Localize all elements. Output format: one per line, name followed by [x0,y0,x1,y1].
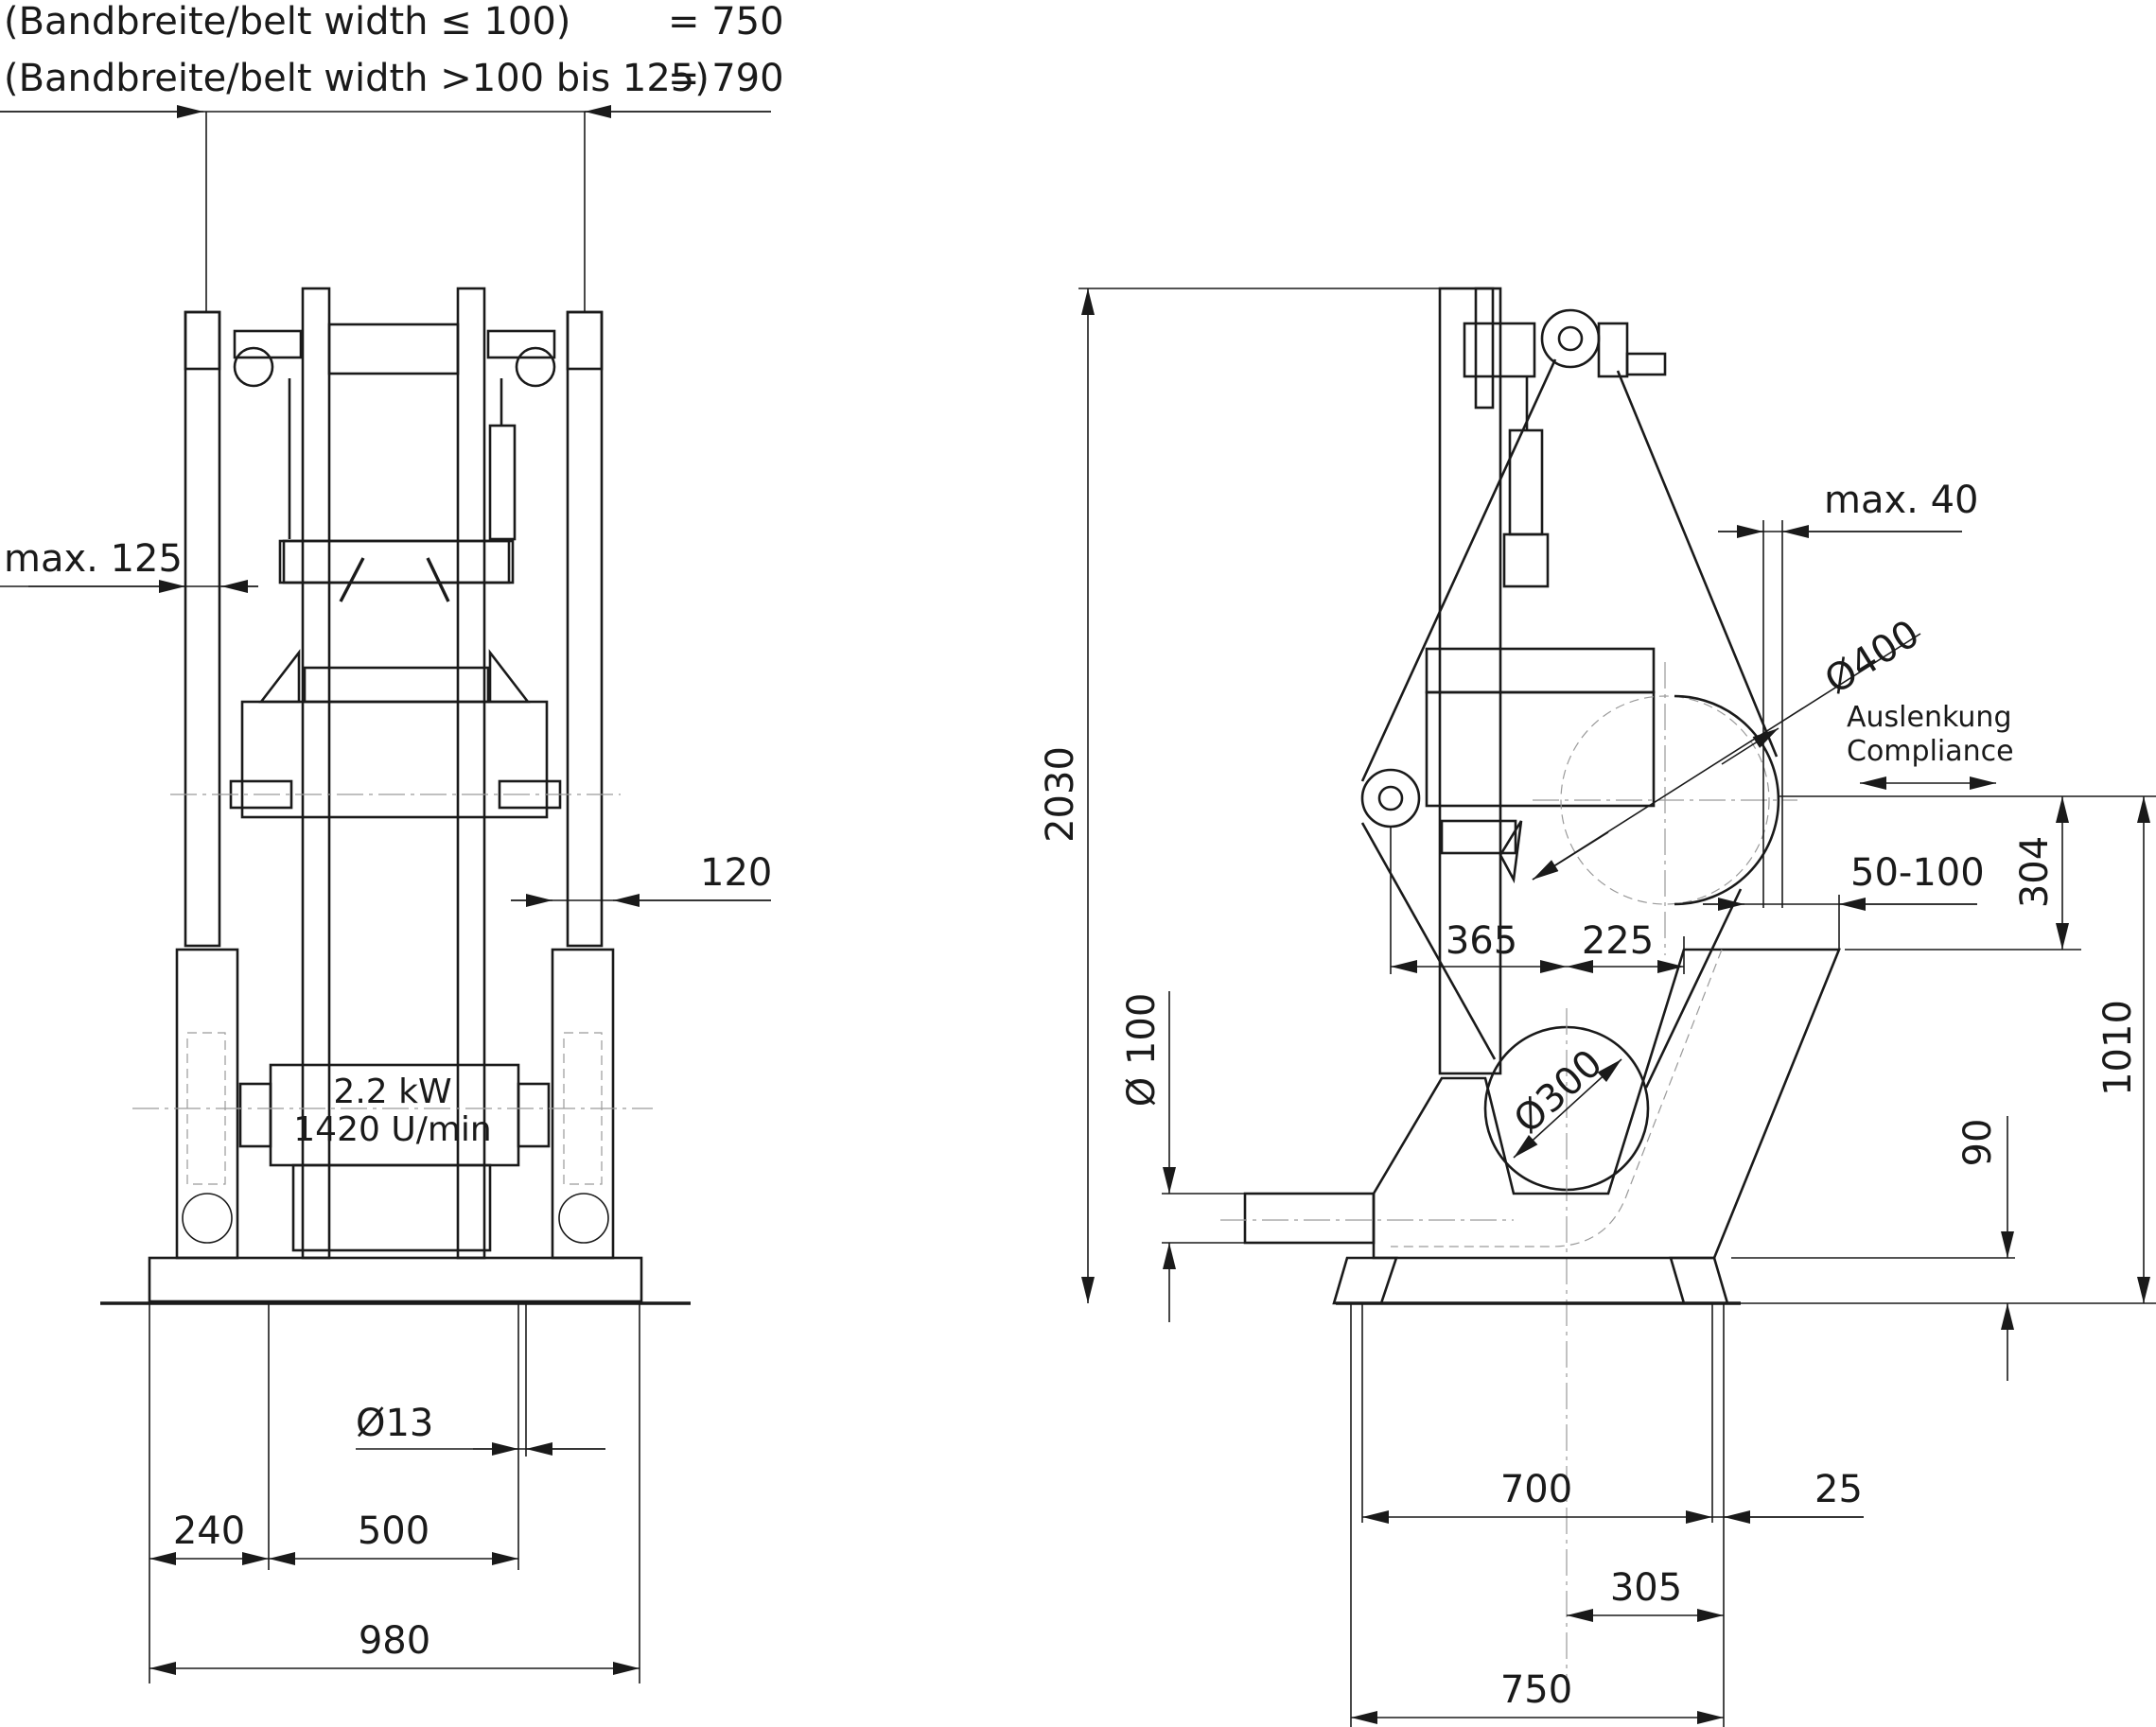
dim-305-label: 305 [1610,1566,1682,1610]
dim-750-label: 750 [1500,1668,1572,1712]
pipe-diameter-label: Ø 100 [1120,993,1164,1108]
max-125-label: max. 125 [4,537,183,581]
dim-50-100-label: 50-100 [1850,851,1985,895]
dim-980-label: 980 [359,1619,430,1663]
bolt-diameter-label: Ø13 [356,1402,433,1445]
dim-90-label: 90 [1956,1119,2000,1167]
dim-365-label: 365 [1446,919,1517,963]
dim-240-label: 240 [173,1509,245,1553]
header-line-1-value: = 750 [668,0,784,44]
header-line-2-label: (Bandbreite/belt width >100 bis 125) [4,57,710,100]
dim-120-label: 120 [700,851,772,895]
dim-225-label: 225 [1582,919,1654,963]
header-line-1-label: (Bandbreite/belt width ≤ 100) [4,0,570,44]
dim-1010-label: 1010 [2096,1000,2140,1096]
front-view: (Bandbreite/belt width ≤ 100) = 750 (Ban… [0,0,784,1683]
compliance-de-label: Auslenkung [1847,701,2012,734]
motor-speed-label: 1420 U/min [293,1110,491,1149]
side-view: 2030 Ø300 [1039,287,2156,1727]
contact-wheel-diameter-label: Ø400 [1817,612,1927,703]
dim-304-label: 304 [2013,836,2057,908]
dim-700-label: 700 [1500,1468,1572,1511]
height-2030-label: 2030 [1039,746,1082,843]
max-40-label: max. 40 [1824,479,1978,522]
compliance-en-label: Compliance [1847,735,2014,768]
dim-25-label: 25 [1814,1468,1863,1511]
motor-power-label: 2.2 kW [333,1073,451,1111]
drive-wheel-diameter-label: Ø300 [1506,1041,1611,1142]
dim-500-label: 500 [358,1509,429,1553]
header-line-2-value: = 790 [668,57,784,100]
